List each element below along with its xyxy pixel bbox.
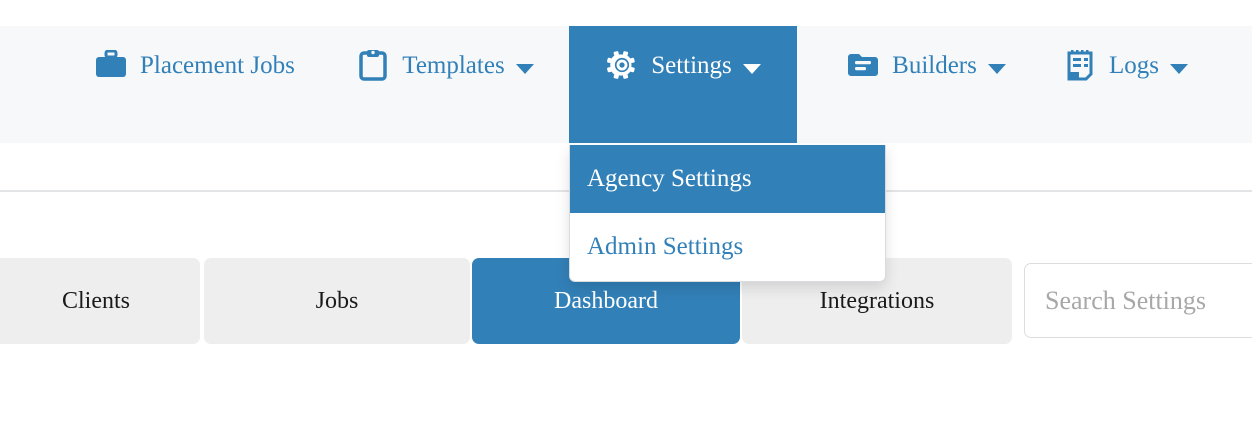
nav-item-overflow-clipped[interactable] [1240,26,1252,143]
nav-item-label: Settings [651,52,732,79]
dropdown-item-admin-settings[interactable]: Admin Settings [587,233,744,260]
chevron-down-icon [515,64,534,74]
chevron-down-icon [1170,64,1188,74]
nav-item-templates[interactable]: Templates [340,26,550,143]
dropdown-item-agency-settings[interactable]: Agency Settings [570,145,885,213]
nav-item-placement-jobs[interactable]: Placement Jobs [62,26,312,143]
briefcase-icon [94,48,128,82]
gear-icon [605,48,639,82]
nav-item-label: Templates [402,52,505,79]
nav-item-logs[interactable]: Logs [1058,26,1193,143]
search-settings-box[interactable] [1024,263,1252,338]
nav-item-settings[interactable]: Settings [569,26,797,143]
notepad-icon [1063,48,1097,82]
primary-navbar: Placement Jobs Templates Settings [0,26,1252,143]
chevron-down-icon [742,64,761,74]
folder-icon [846,48,880,82]
navbar-items: Placement Jobs Templates Settings [0,26,1252,143]
nav-item-label: Logs [1109,52,1159,79]
chevron-down-icon [987,64,1006,74]
top-white-strip [0,0,1252,26]
clipboard-icon [356,48,390,82]
settings-dropdown-menu: Agency Settings Admin Settings [569,145,886,282]
nav-item-label: Placement Jobs [140,52,295,79]
nav-item-builders[interactable]: Builders [826,26,1026,143]
tab-jobs[interactable]: Jobs [204,258,470,344]
nav-item-label: Builders [892,52,977,79]
tab-clients[interactable]: Clients [0,258,200,344]
page-content-area [0,344,1252,430]
search-input[interactable] [1043,284,1252,317]
